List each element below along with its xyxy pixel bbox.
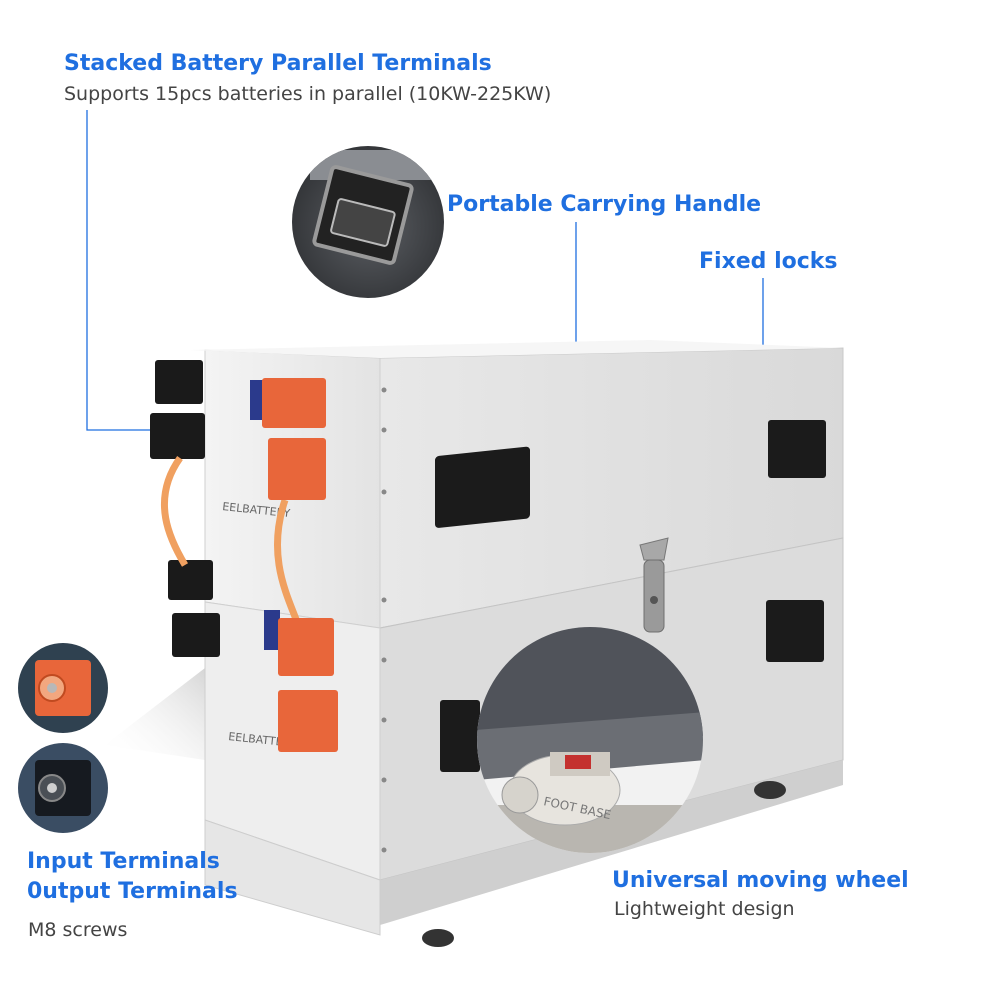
fixed-locks-title: Fixed locks — [699, 249, 838, 274]
caster-wheel-front-left — [422, 929, 454, 947]
base-front — [204, 819, 381, 936]
input-terminals-title: Input Terminals — [27, 849, 220, 874]
fixed-lock — [639, 537, 669, 633]
side-handle-lower-left — [440, 700, 480, 772]
battery-cabinet: EELBATTERY EELBATTERY — [18, 146, 844, 947]
black-connectors — [150, 360, 220, 657]
display-panel-lower — [264, 610, 280, 650]
parallel-terminals-subtitle: Supports 15pcs batteries in parallel (10… — [64, 83, 552, 105]
moving-wheel-subtitle: Lightweight design — [614, 898, 795, 920]
moving-wheel-title: Universal moving wheel — [612, 868, 909, 893]
orange-cable-left — [161, 455, 189, 567]
cabinet-top — [190, 340, 843, 358]
terminal-zoom-circle-output — [18, 643, 108, 733]
side-handle-lower-right — [766, 600, 824, 662]
output-terminals-title: 0utput Terminals — [27, 879, 238, 904]
terminals-subtitle: M8 screws — [28, 919, 128, 941]
side-handle-upper-left — [435, 446, 530, 528]
leader-line-parallel — [86, 110, 150, 431]
orange-connectors — [262, 378, 338, 752]
handle-zoom-circle — [292, 146, 444, 298]
side-handle-upper-right — [768, 420, 826, 478]
zoom-beam — [105, 668, 205, 760]
terminal-zoom-circle-input — [18, 743, 108, 833]
parallel-terminals-title: Stacked Battery Parallel Terminals — [64, 51, 492, 76]
caster-wheel-front-right — [754, 781, 786, 799]
carrying-handle-title: Portable Carrying Handle — [447, 192, 762, 217]
front-screws — [381, 387, 387, 853]
